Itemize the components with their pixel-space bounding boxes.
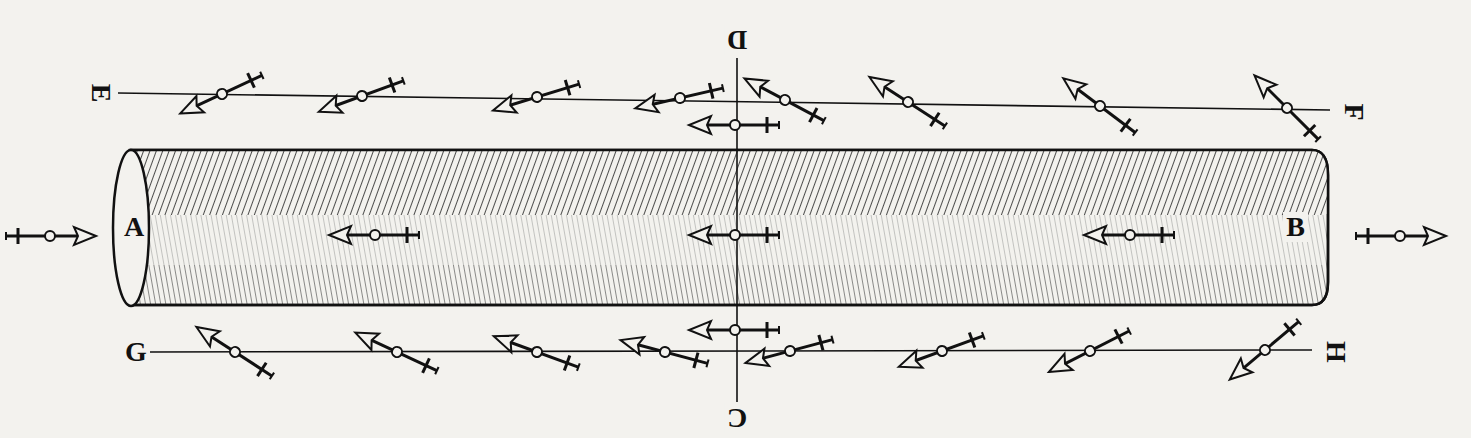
compass-needle xyxy=(689,226,779,244)
point-letter: G xyxy=(122,337,150,367)
magnet-bar-region: AB xyxy=(113,150,1328,305)
compass-needle xyxy=(1224,315,1305,387)
pole-letter: A xyxy=(121,212,147,242)
line-ef xyxy=(118,93,1330,110)
compass-needle xyxy=(743,331,835,372)
compass-needle xyxy=(740,70,828,128)
compass-needle xyxy=(689,116,779,134)
compass-needle xyxy=(865,69,950,133)
compass-needle xyxy=(1356,227,1446,245)
compass-needle xyxy=(491,328,582,376)
point-letter: H xyxy=(1321,338,1351,366)
compass-needle xyxy=(490,76,581,120)
compass-needle xyxy=(177,67,266,121)
compass-needle xyxy=(6,227,96,245)
point-letter: E xyxy=(86,81,116,106)
compass-needle xyxy=(192,319,277,383)
compass-needle xyxy=(633,79,725,117)
point-letter: D xyxy=(724,25,750,55)
compass-needle xyxy=(1084,226,1174,244)
compass-needle xyxy=(618,331,710,372)
compass-needle xyxy=(329,226,419,244)
point-letter: F xyxy=(1339,100,1369,123)
compass-needle xyxy=(352,324,441,378)
compass-needle xyxy=(689,321,779,339)
compass-needle xyxy=(1248,69,1324,145)
compass-needle xyxy=(1058,71,1141,140)
compass-needle xyxy=(316,72,407,120)
point-letter: C xyxy=(724,403,750,433)
line-gh xyxy=(150,350,1312,352)
magnet-bar xyxy=(113,150,1328,306)
compass-needle xyxy=(896,327,987,375)
compass-needle xyxy=(1045,323,1133,380)
pole-letter: B xyxy=(1283,212,1308,242)
